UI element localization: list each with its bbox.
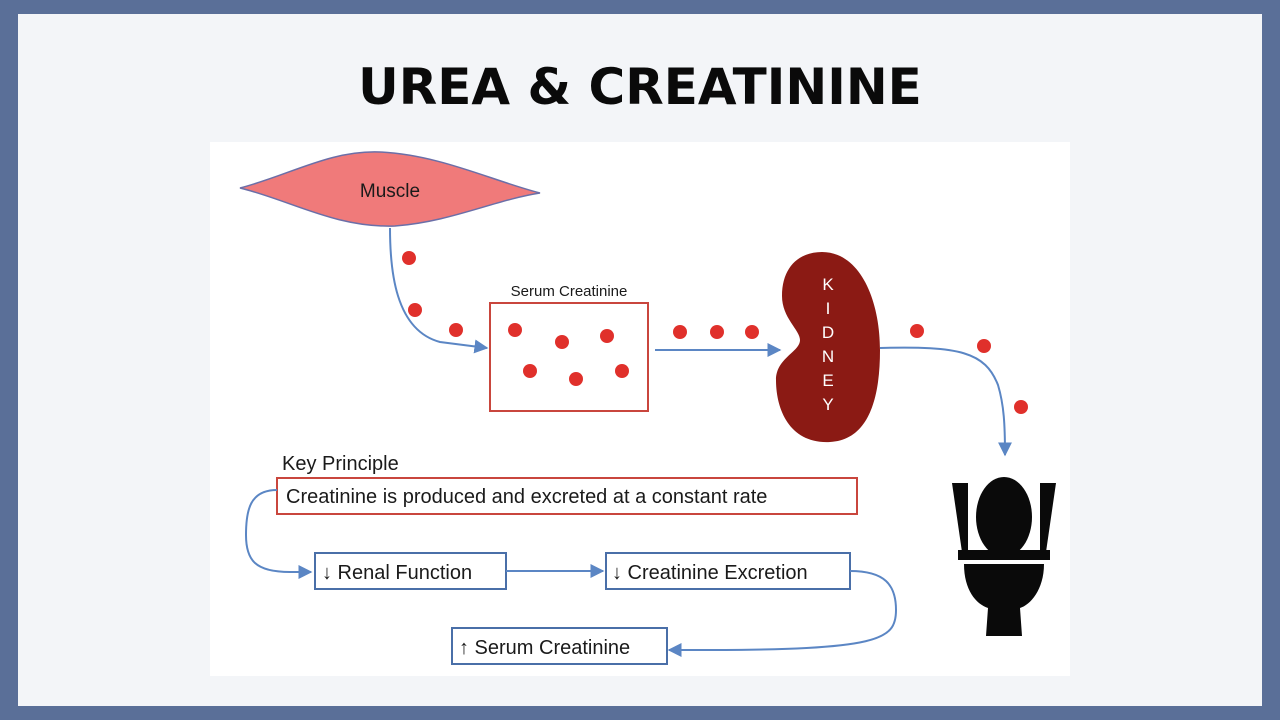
kidney-to-toilet-arrow <box>879 346 1012 457</box>
kidney-letter: N <box>822 347 834 366</box>
creatinine-dot <box>977 339 991 353</box>
key-principle-heading: Key Principle <box>282 453 399 475</box>
key-principle-box <box>276 477 858 515</box>
creatinine-dot <box>745 325 759 339</box>
creatinine-dot <box>710 325 724 339</box>
muscle-to-serum-arrow <box>389 227 489 354</box>
creatinine-excretion-text: ↓ Creatinine Excretion <box>612 562 808 584</box>
creatinine-dot <box>402 251 416 265</box>
kidney-letters: K I D N E Y <box>822 275 834 414</box>
creatinine-dot <box>408 303 422 317</box>
serum-creatinine-up-text: ↑ Serum Creatinine <box>459 637 630 659</box>
creatinine-dot <box>569 372 583 386</box>
serum-creatinine-box <box>489 302 649 412</box>
creatinine-dot <box>673 325 687 339</box>
creatinine-dot <box>615 364 629 378</box>
serum-box-label: Serum Creatinine <box>511 283 628 300</box>
kidney-letter: I <box>826 299 831 318</box>
excretion-to-serum-arrow <box>667 570 898 657</box>
kidney-letter: D <box>822 323 834 342</box>
creatinine-excretion-box <box>605 552 851 590</box>
renal-function-text: ↓ Renal Function <box>322 562 472 584</box>
serum-creatinine-up-box <box>451 627 668 665</box>
slide-title: UREA & CREATININE <box>358 58 922 116</box>
principle-to-renal-arrow <box>244 489 313 579</box>
creatinine-dot <box>600 329 614 343</box>
creatinine-dot <box>1014 400 1028 414</box>
toilet-icon <box>952 477 1056 636</box>
kidney-letter: E <box>822 371 833 390</box>
kidney-letter: Y <box>822 395 833 414</box>
key-principle-text: Creatinine is produced and excreted at a… <box>286 486 767 508</box>
muscle-label: Muscle <box>360 181 420 202</box>
renal-function-box <box>314 552 507 590</box>
kidney-shape <box>776 252 880 443</box>
creatinine-dot <box>555 335 569 349</box>
creatinine-dot <box>910 324 924 338</box>
creatinine-dot <box>523 364 537 378</box>
kidney-letter: K <box>822 275 834 294</box>
muscle-shape <box>239 151 541 227</box>
creatinine-dot <box>508 323 522 337</box>
creatinine-dot <box>449 323 463 337</box>
